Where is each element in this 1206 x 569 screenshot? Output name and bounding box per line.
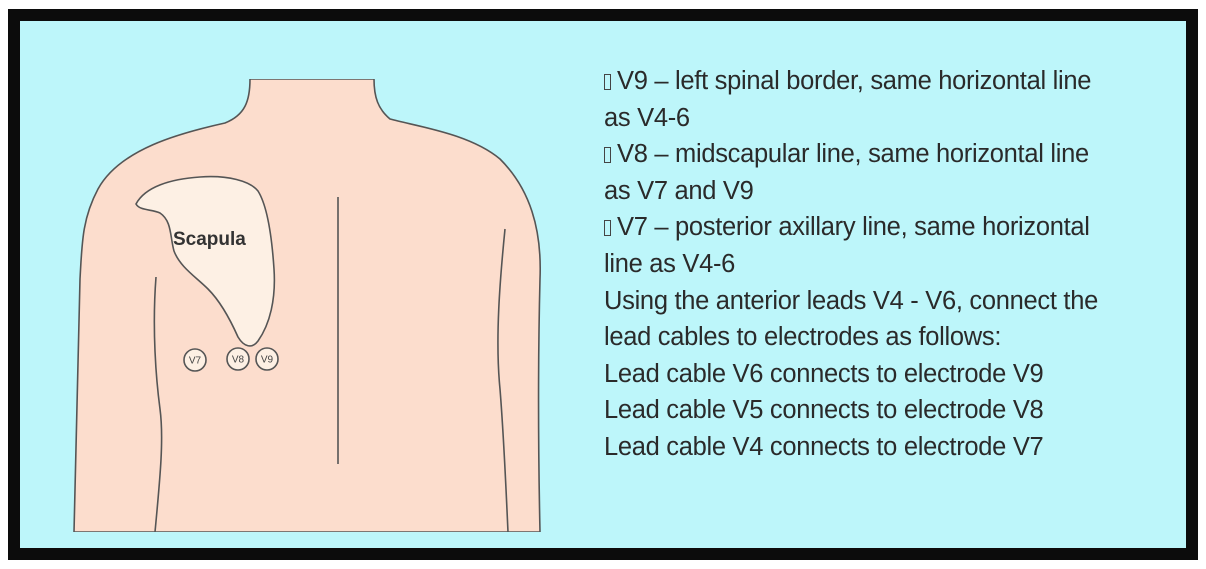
caption-line: lead cables to electrodes as follows: <box>604 319 1194 356</box>
caption-text: Lead cable V5 connects to electrode V8 <box>604 396 1043 424</box>
electrode-v9: V9 <box>256 348 278 370</box>
caption-text: Lead cable V4 connects to electrode V7 <box>604 433 1043 461</box>
lead-placement-text: V9 – left spinal border, same horizontal… <box>604 63 1194 466</box>
electrode-v9-label: V9 <box>261 355 274 366</box>
caption-line: Lead cable V5 connects to electrode V8 <box>604 392 1194 429</box>
caption-line: Lead cable V4 connects to electrode V7 <box>604 429 1194 466</box>
caption-text: V7 – posterior axillary line, same horiz… <box>617 213 1090 241</box>
caption-line: Lead cable V6 connects to electrode V9 <box>604 356 1194 393</box>
caption-text: V8 – midscapular line, same horizontal l… <box>617 140 1089 168</box>
caption-text: as V4-6 <box>604 104 690 132</box>
back-torso-figure: Scapula V7 V8 V9 <box>60 79 580 532</box>
caption-text: lead cables to electrodes as follows: <box>604 323 1001 351</box>
caption-line: V7 – posterior axillary line, same horiz… <box>604 209 1194 246</box>
caption-text: V9 – left spinal border, same horizontal… <box>617 67 1091 95</box>
electrode-v8: V8 <box>227 348 249 370</box>
caption-line: as V7 and V9 <box>604 173 1194 210</box>
scapula-label: Scapula <box>173 229 246 250</box>
caption-text: as V7 and V9 <box>604 177 754 205</box>
bullet-box-icon <box>604 74 611 90</box>
torso-body <box>74 79 540 532</box>
caption-text: Lead cable V6 connects to electrode V9 <box>604 360 1043 388</box>
electrode-v7: V7 <box>184 349 206 371</box>
bullet-box-icon <box>604 147 611 163</box>
caption-line: V9 – left spinal border, same horizontal… <box>604 63 1194 100</box>
electrode-v8-label: V8 <box>232 355 245 366</box>
diagram-frame: Scapula V7 V8 V9 V9 – left spinal border… <box>8 9 1198 560</box>
electrode-v7-label: V7 <box>189 356 202 367</box>
torso-illustration: Scapula V7 V8 V9 <box>60 79 580 532</box>
caption-line: V8 – midscapular line, same horizontal l… <box>604 136 1194 173</box>
caption-line: Using the anterior leads V4 - V6, connec… <box>604 283 1194 320</box>
caption-text: line as V4-6 <box>604 250 735 278</box>
bullet-box-icon <box>604 220 611 236</box>
caption-text: Using the anterior leads V4 - V6, connec… <box>604 287 1098 315</box>
caption-line: line as V4-6 <box>604 246 1194 283</box>
caption-line: as V4-6 <box>604 100 1194 137</box>
